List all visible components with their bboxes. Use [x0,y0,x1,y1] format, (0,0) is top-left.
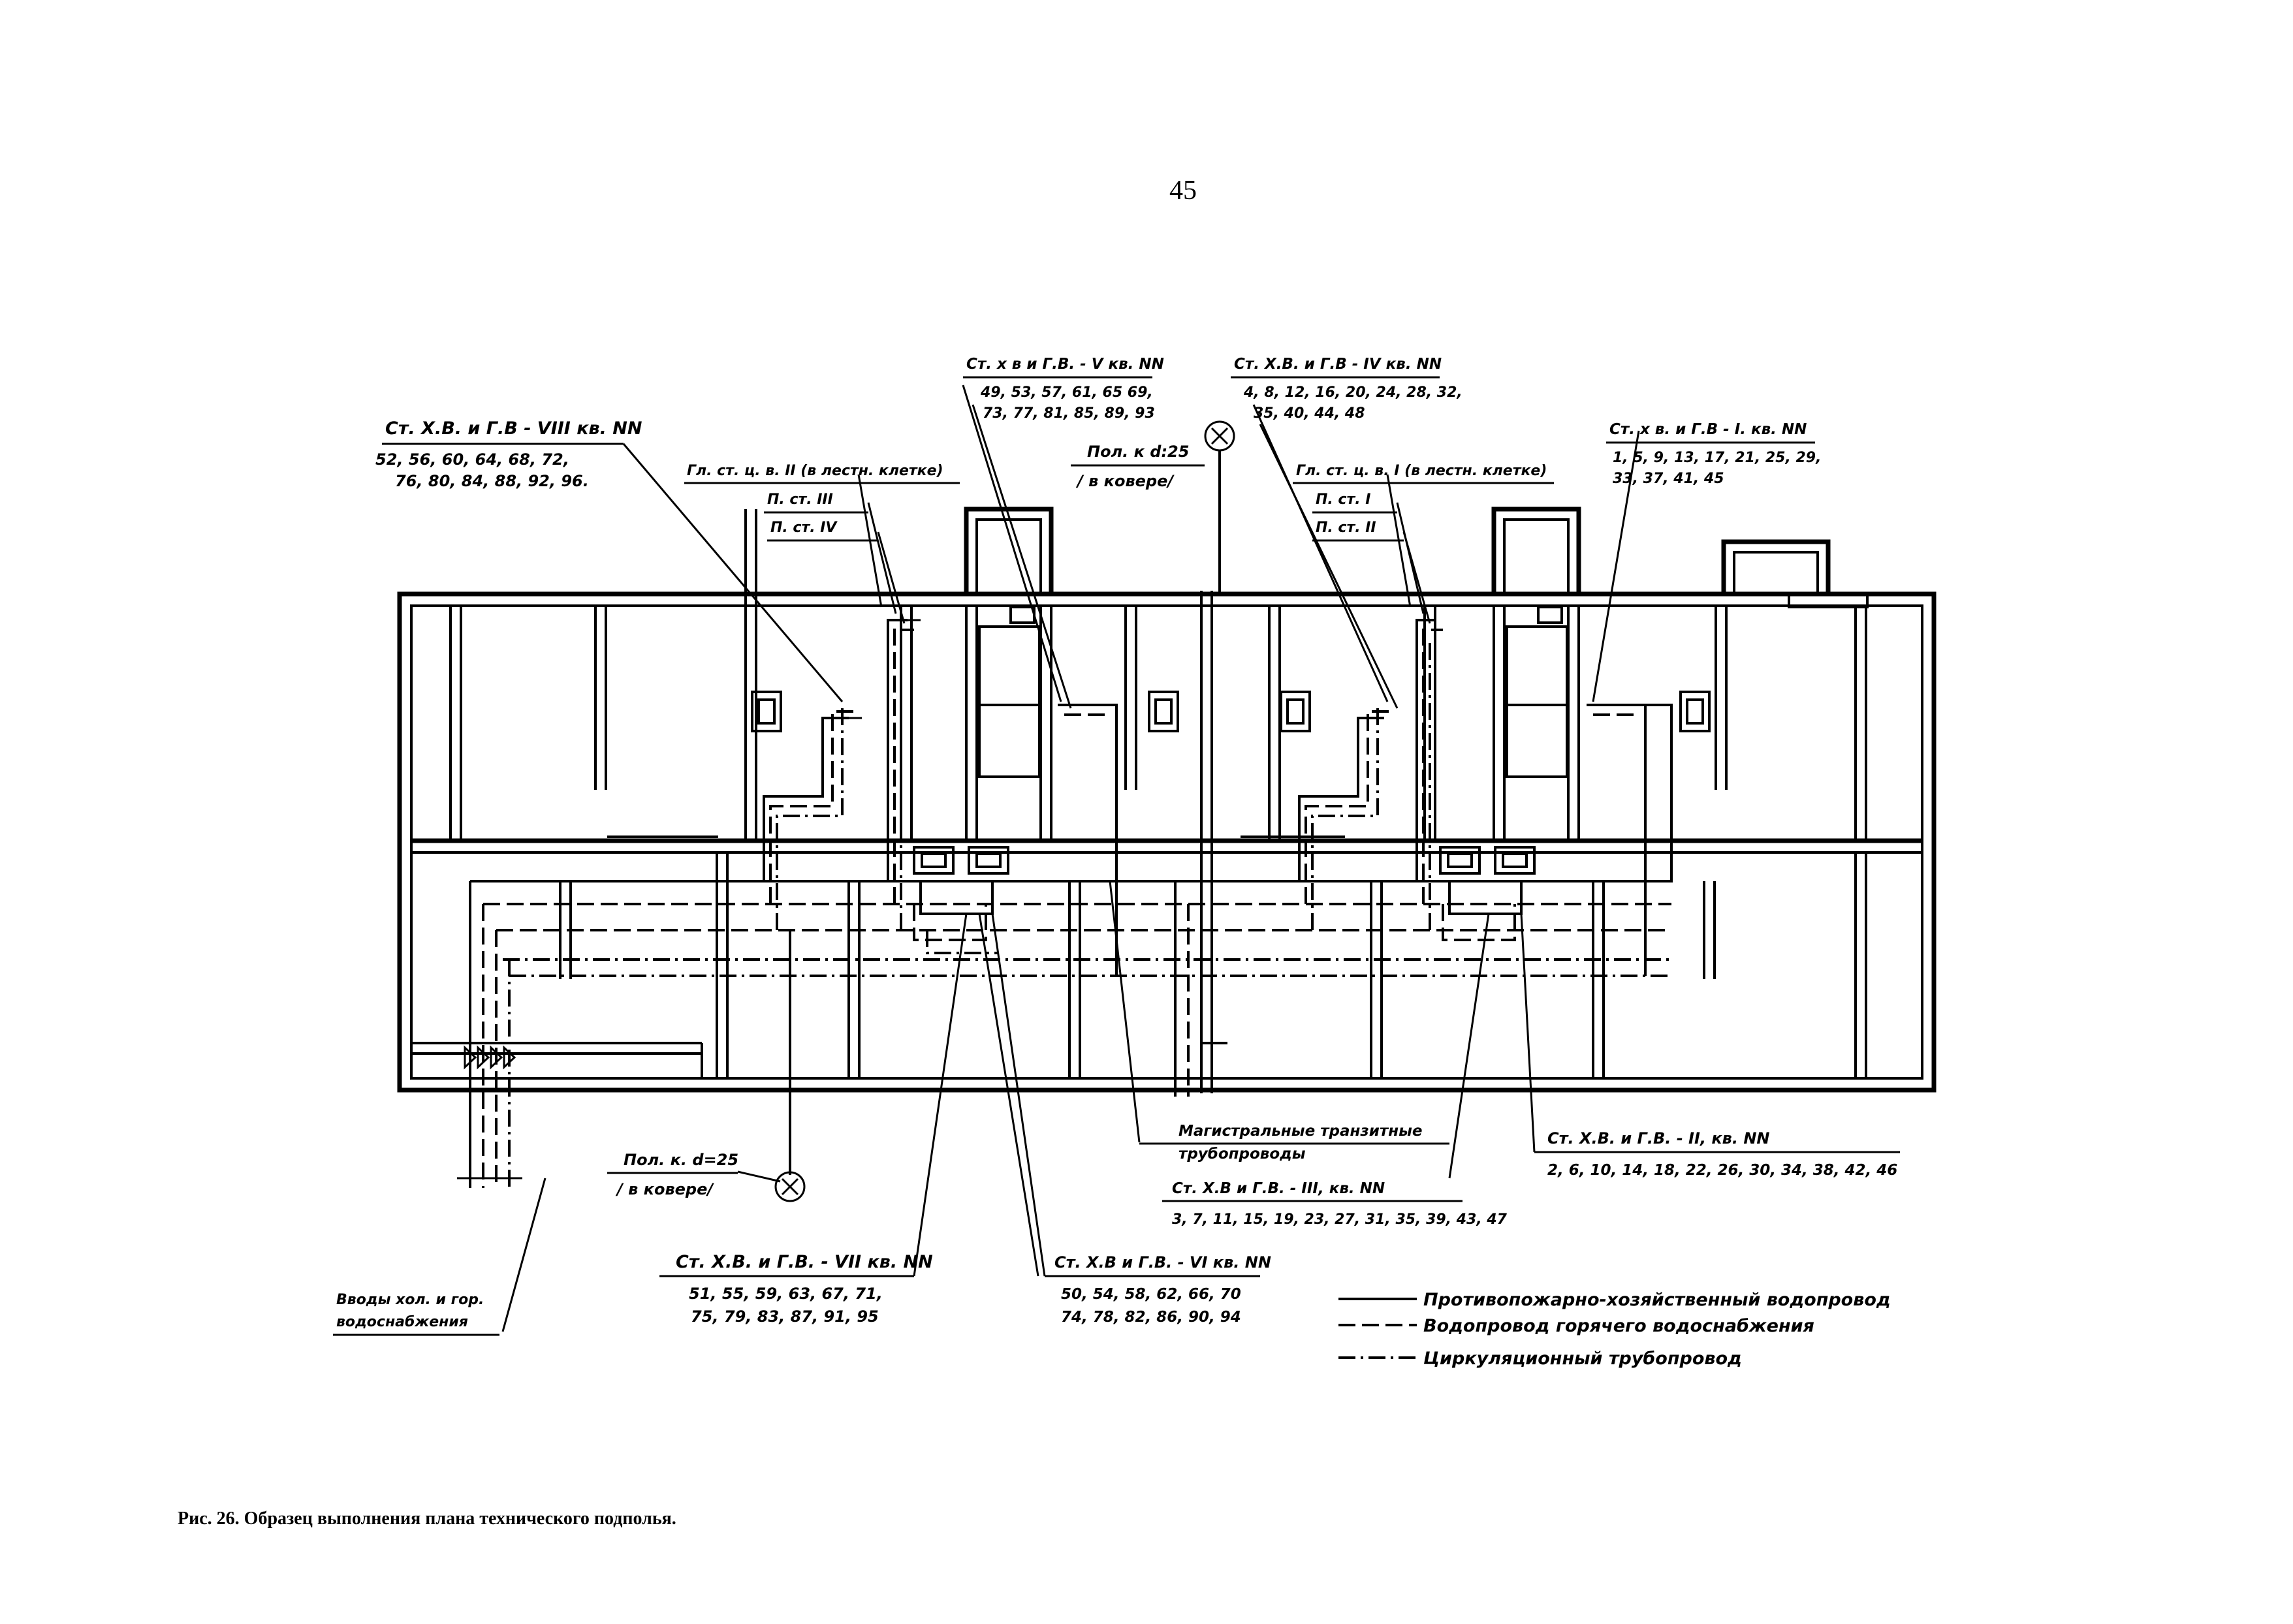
label-st-i: Ст. х в. и Г.В - I. кв. NN 1, 5, 9, 13, … [1606,421,1821,487]
label-st-iv-title: Ст. Х.В. и Г.В - IV кв. NN [1234,356,1442,373]
label-st-i-nums1: 1, 5, 9, 13, 17, 21, 25, 29, [1613,450,1821,466]
label-magistral-1: Магистральные транзитные [1178,1123,1422,1140]
label-vvody-2: водоснабжения [336,1314,468,1330]
legend-item-2: Водопровод горячего водоснабжения [1423,1316,1814,1336]
label-st-viii: Ст. Х.В. и Г.В - VIII кв. NN 52, 56, 60,… [375,418,642,490]
label-p-st-iv: П. ст. IV [770,520,838,536]
label-st-ii-a-nums: 2, 6, 10, 14, 18, 22, 26, 30, 34, 38, 42… [1547,1162,1897,1179]
label-st-viii-nums1: 52, 56, 60, 64, 68, 72, [375,450,569,469]
label-st-v: Ст. х в и Г.В. - V кв. NN 49, 53, 57, 61… [963,356,1164,422]
label-st-vii-title: Ст. Х.В. и Г.В. - VII кв. NN [676,1252,933,1272]
label-st-ii-a-title: Ст. Х.В. и Г.В. - II, кв. NN [1547,1129,1770,1148]
page-number: 45 [1169,176,1197,206]
label-gl-st-ii-text: Гл. ст. ц. в. II (в лестн. клетке) [687,463,943,479]
label-pol-k-top: Пол. к d:25 / в ковере/ [1071,443,1205,490]
label-pol-k-top-1: Пол. к d:25 [1087,443,1189,461]
label-st-v-nums2: 73, 77, 81, 85, 89, 93 [983,405,1155,422]
label-st-vi-nums1: 50, 54, 58, 62, 66, 70 [1061,1286,1241,1303]
hydrant-top [1204,420,1235,452]
legend-item-1: Противопожарно-хозяйственный водопровод [1423,1290,1891,1310]
label-st-v-nums1: 49, 53, 57, 61, 65 69, [980,384,1153,401]
label-magistral-2: трубопроводы [1178,1146,1306,1163]
pipe-network [457,450,1673,1188]
legend: Противопожарно-хозяйственный водопровод … [1338,1290,1891,1369]
label-st-viii-nums2: 76, 80, 84, 88, 92, 96. [395,472,589,490]
label-pol-k-bot-2: / в ковере/ [615,1180,714,1198]
legend-item-3: Циркуляционный трубопровод [1423,1349,1742,1369]
label-gl-st-ii: Гл. ст. ц. в. II (в лестн. клетке) П. ст… [684,463,960,542]
building-walls [397,507,1937,1093]
label-gl-st-i-text: Гл. ст. ц. в. I (в лестн. клетке) [1296,463,1547,479]
leader-lines [501,384,1640,1332]
label-st-vii-nums1: 51, 55, 59, 63, 67, 71, [689,1285,883,1303]
label-p-st-i: П. ст. I [1316,492,1370,508]
label-st-v-title: Ст. х в и Г.В. - V кв. NN [966,356,1164,373]
label-pol-k-bot-1: Пол. к. d=25 [624,1151,738,1169]
label-st-iii-nums: 3, 7, 11, 15, 19, 23, 27, 31, 35, 39, 43… [1172,1211,1508,1228]
label-st-iv: Ст. Х.В. и Г.В - IV кв. NN 4, 8, 12, 16,… [1231,356,1463,422]
label-pol-k-top-2: / в ковере/ [1075,472,1175,490]
label-st-i-title: Ст. х в. и Г.В - I. кв. NN [1609,421,1807,438]
label-st-vi: Ст. Х.В и Г.В. - VI кв. NN 50, 54, 58, 6… [1045,1253,1271,1326]
label-st-iv-nums1: 4, 8, 12, 16, 20, 24, 28, 32, [1243,384,1463,401]
label-st-iv-nums2: 35, 40, 44, 48 [1254,405,1365,422]
label-st-vi-nums2: 74, 78, 82, 86, 90, 94 [1061,1309,1241,1326]
label-st-vi-title: Ст. Х.В и Г.В. - VI кв. NN [1054,1253,1271,1272]
label-vvody-1: Вводы хол. и гор. [336,1292,484,1308]
figure-caption: Рис. 26. Образец выполнения плана технич… [178,1508,676,1529]
label-st-vii: Ст. Х.В. и Г.В. - VII кв. NN 51, 55, 59,… [659,1252,933,1326]
hydrant-bottom [774,1171,806,1202]
label-st-ii-a: Ст. Х.В. и Г.В. - II, кв. NN 2, 6, 10, 1… [1534,1129,1900,1179]
label-st-iii-title: Ст. Х.В и Г.В. - III, кв. NN [1172,1180,1385,1197]
label-st-vii-nums2: 75, 79, 83, 87, 91, 95 [691,1307,879,1326]
label-gl-st-i: Гл. ст. ц. в. I (в лестн. клетке) П. ст.… [1293,463,1554,542]
label-p-st-ii: П. ст. II [1316,520,1376,536]
label-st-i-nums2: 33, 37, 41, 45 [1613,471,1724,487]
label-st-viii-title: Ст. Х.В. и Г.В - VIII кв. NN [385,418,642,439]
label-st-iii: Ст. Х.В и Г.В. - III, кв. NN 3, 7, 11, 1… [1162,1180,1508,1228]
label-magistral: Магистральные транзитные трубопроводы [1139,1123,1449,1163]
label-pol-k-bottom: Пол. к. d=25 / в ковере/ [607,1151,738,1198]
label-vvody: Вводы хол. и гор. водоснабжения [333,1292,499,1336]
label-p-st-iii: П. ст. III [767,492,833,508]
